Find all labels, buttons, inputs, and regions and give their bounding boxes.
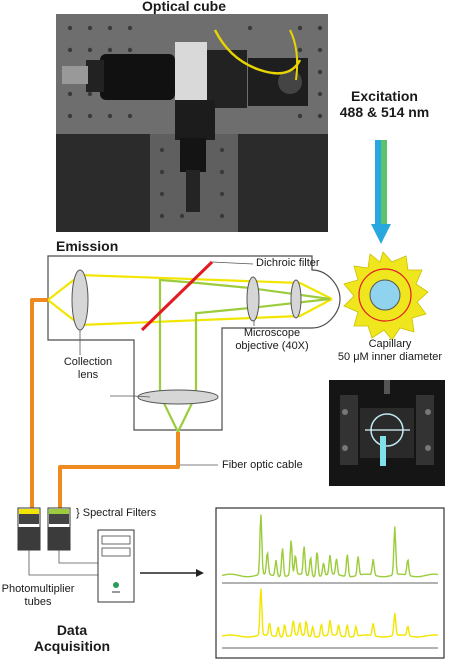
excitation-arrow	[371, 140, 391, 244]
capillary-label-line2: 50 μM inner diameter	[337, 351, 443, 363]
pmt-right	[47, 507, 71, 551]
data-acquisition-title-line2: Acquisition	[33, 638, 111, 654]
spectra-panel	[215, 507, 445, 659]
photomultiplier-tubes	[17, 507, 71, 551]
breadboard-holes	[67, 25, 323, 219]
photomultiplier-label: Photomultiplier tubes	[0, 583, 76, 609]
daq-to-spectra-arrow	[140, 569, 204, 577]
emission-box	[47, 255, 341, 431]
collection-lens	[71, 269, 89, 331]
excitation-title: Excitation	[351, 88, 418, 104]
detector-wires	[28, 550, 100, 576]
photomultiplier-label-line2: tubes	[24, 596, 52, 608]
dichroic-filter	[140, 260, 214, 332]
pmt-left	[17, 507, 41, 551]
yellow-spectrum-trace	[221, 588, 439, 638]
optical-cube-title: Optical cube	[142, 0, 227, 14]
emission-title: Emission	[56, 238, 119, 254]
fiber-focus-lens	[137, 389, 219, 405]
capillary-label-line1: Capillary	[368, 338, 412, 350]
dichroic-filter-label: Dichroic filter	[256, 257, 320, 269]
objective-lens-2	[290, 279, 302, 319]
capillary-label: Capillary 50 μM inner diameter	[330, 338, 450, 364]
collection-lens-label-line1: Collection	[63, 356, 113, 368]
optical-cube-photo	[56, 14, 328, 232]
green-spectrum-trace	[221, 514, 439, 578]
excitation-wavelengths: 488 & 514 nm	[339, 104, 430, 120]
fiber-optic-cable	[30, 298, 180, 510]
microscope-objective-label-line1: Microscope	[243, 327, 301, 339]
data-acquisition-title: Data Acquisition	[20, 622, 124, 654]
spectral-filters-label: } Spectral Filters	[76, 507, 157, 519]
lenses	[71, 269, 302, 405]
excitation-label: Excitation 488 & 514 nm	[322, 88, 447, 120]
collection-lens-label: Collection lens	[62, 356, 114, 382]
collection-lens-label-line2: lens	[77, 369, 99, 381]
microscope-objective-label-line2: objective (40X)	[235, 340, 309, 352]
data-acquisition-title-line1: Data	[56, 622, 88, 638]
microscope-objective-label: Microscope objective (40X)	[227, 327, 317, 353]
leader-lines	[79, 261, 255, 466]
daq-unit	[97, 529, 135, 603]
fiber-optic-cable-label: Fiber optic cable	[222, 459, 303, 471]
capillary-diagram	[343, 251, 429, 341]
photomultiplier-label-line1: Photomultiplier	[1, 583, 75, 595]
capillary-photo	[329, 380, 445, 486]
objective-lens-1	[246, 276, 260, 322]
